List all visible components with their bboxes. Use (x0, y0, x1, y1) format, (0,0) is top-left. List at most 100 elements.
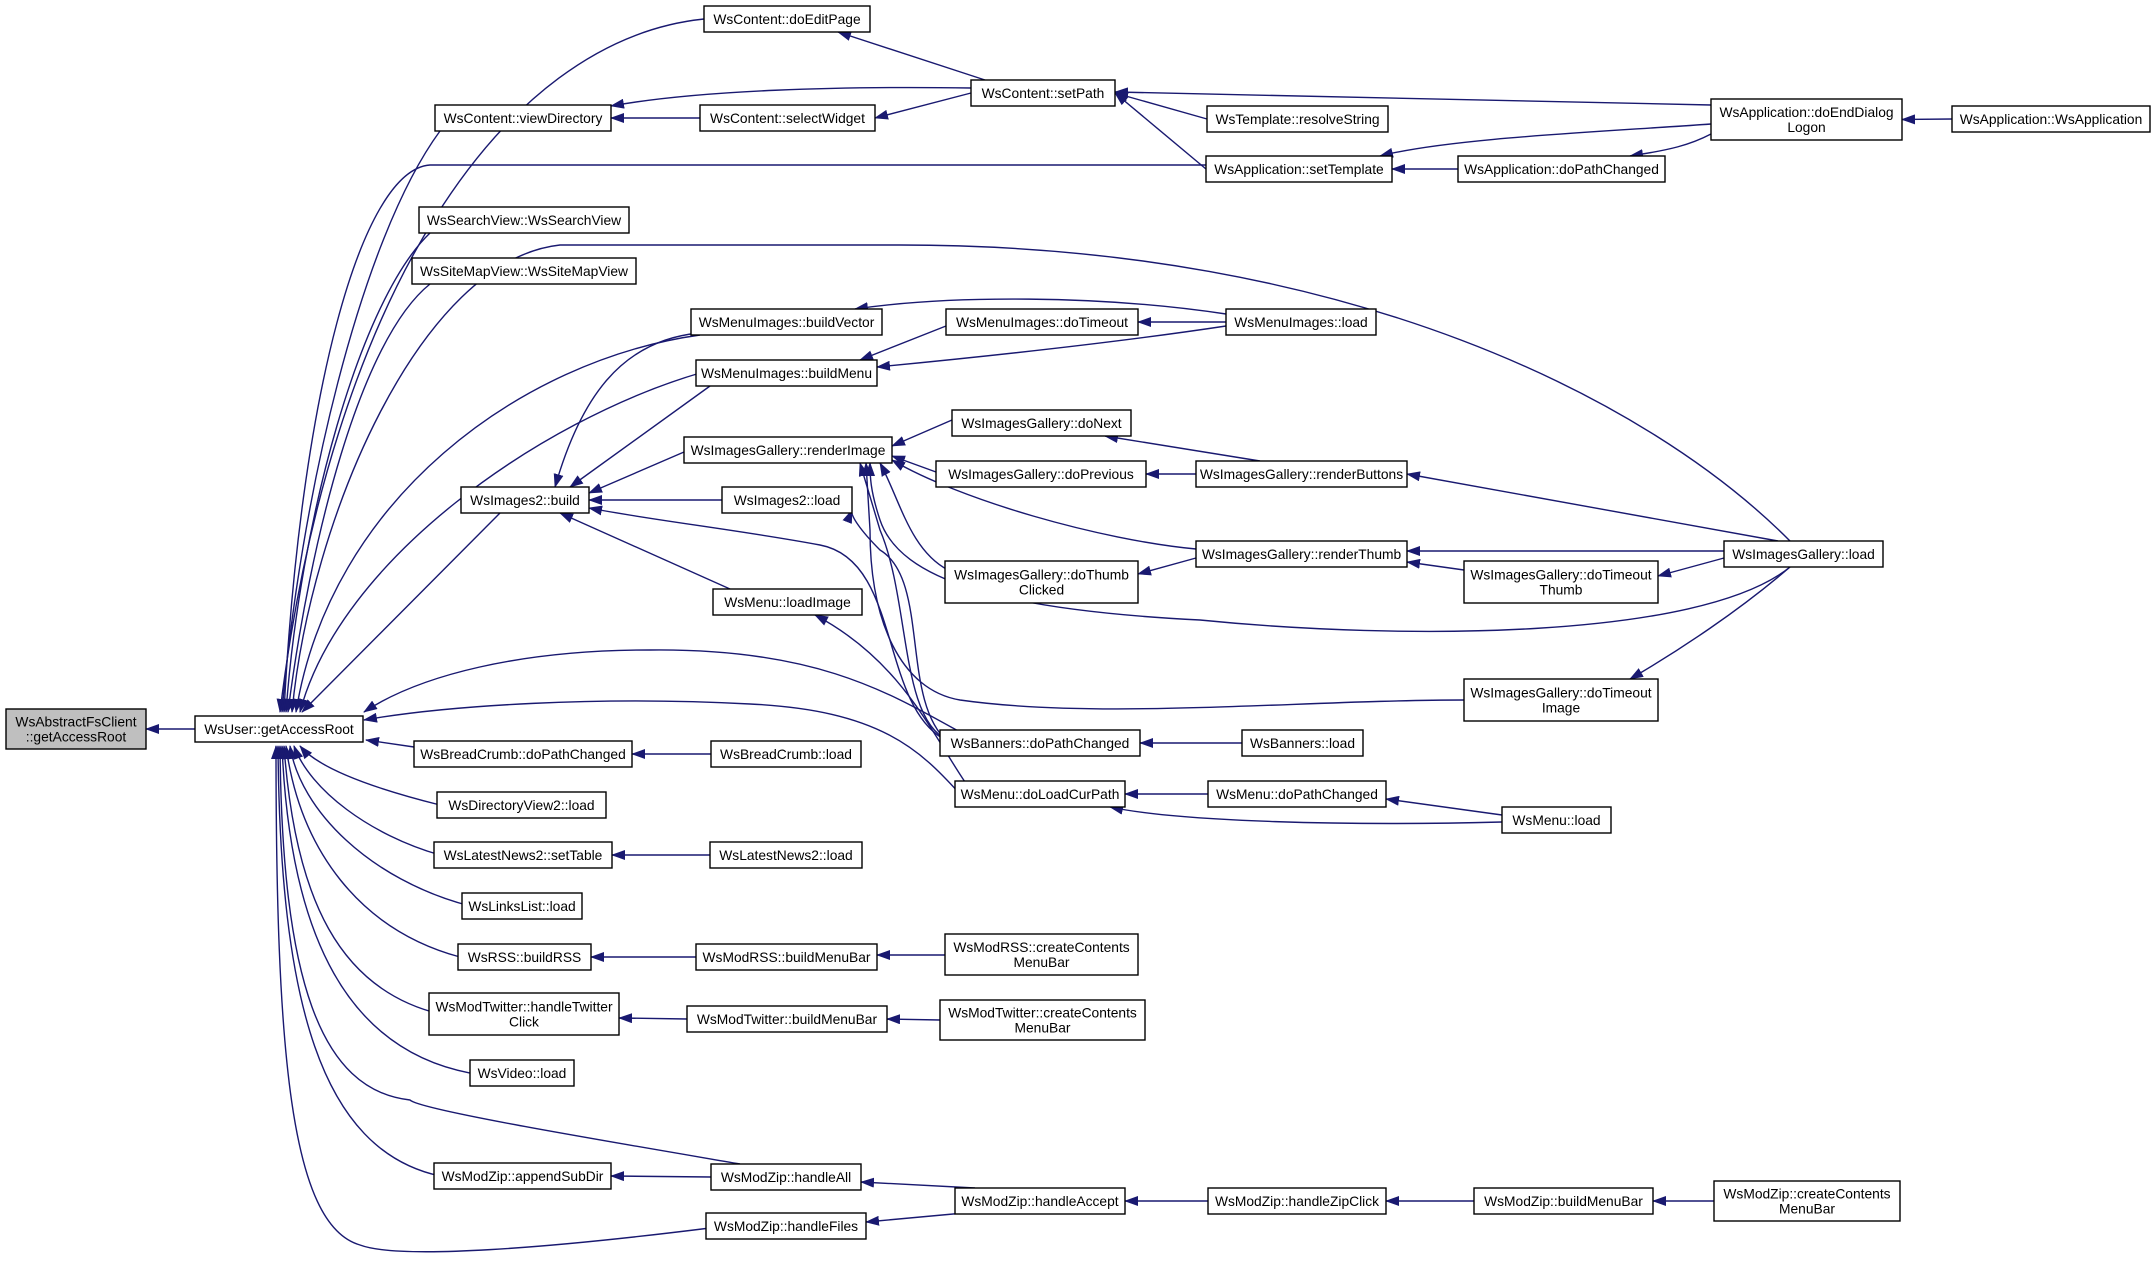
node-box (939, 729, 1141, 757)
node-c-selectwidget[interactable]: WsContent::selectWidget (699, 104, 876, 132)
node-box (460, 486, 590, 514)
edge-c-setpath-to-c-selectwidget (874, 92, 972, 120)
node-ig-doprevious[interactable]: WsImagesGallery::doPrevious (935, 460, 1147, 488)
edge-b-dopathchanged-to-i2-load (842, 509, 949, 743)
edge-ig-load-to-ig-renderimage (865, 462, 1791, 633)
edge-mt-ccmb-to-mt-buildmenubar (886, 1014, 941, 1025)
node-ll-load[interactable]: WsLinksList::load (461, 892, 583, 920)
edge-m-load-to-m-dopathchanged (1385, 795, 1503, 816)
node-box (1463, 560, 1659, 604)
node-mz-handleall[interactable]: WsModZip::handleAll (710, 1163, 862, 1191)
edge-mi-buildmenu-to-i2-build (569, 385, 711, 488)
edge-a-settemplate-to-c-setpath (1114, 92, 1207, 170)
node-c-doeditpage[interactable]: WsContent::doEditPage (703, 5, 871, 33)
node-label: Clicked (1019, 583, 1064, 598)
edge-mz-handleall-to-mz-appendsubdir (610, 1171, 712, 1182)
node-bc-dopathchanged[interactable]: WsBreadCrumb::doPathChanged (413, 740, 633, 768)
node-mz-handlefiles[interactable]: WsModZip::handleFiles (705, 1212, 867, 1240)
node-i2-load[interactable]: WsImages2::load (721, 486, 853, 514)
node-m-dopathchanged[interactable]: WsMenu::doPathChanged (1207, 780, 1387, 808)
node-ig-donext[interactable]: WsImagesGallery::doNext (951, 409, 1132, 437)
node-label: WsContent::setPath (982, 86, 1105, 101)
node-t-resolvestring[interactable]: WsTemplate::resolveString (1206, 105, 1389, 133)
node-mrss-buildmenubar[interactable]: WsModRSS::buildMenuBar (695, 943, 878, 971)
node-user[interactable]: WsUser::getAccessRoot (194, 715, 364, 743)
edge-ig-renderimage-to-i2-build (588, 451, 685, 494)
node-label: WsImagesGallery::doPrevious (948, 467, 1134, 482)
node-label: WsLatestNews2::load (719, 848, 852, 863)
node-label: WsMenuImages::load (1234, 315, 1367, 330)
edge-b-dopathchanged-to-i2-build (588, 505, 943, 739)
node-m-load[interactable]: WsMenu::load (1501, 806, 1612, 834)
edge-m-doloadcurpath-to-user (363, 700, 961, 795)
node-ig-renderimage[interactable]: WsImagesGallery::renderImage (683, 436, 893, 464)
node-label: WsModTwitter::buildMenuBar (697, 1012, 878, 1027)
node-box (433, 841, 613, 869)
node-i2-build[interactable]: WsImages2::build (460, 486, 590, 514)
node-ig-renderthumb[interactable]: WsImagesGallery::renderThumb (1195, 540, 1408, 568)
node-mi-buildvector[interactable]: WsMenuImages::buildVector (690, 308, 883, 336)
node-label: WsContent::selectWidget (710, 111, 865, 126)
edge-bc-dopathchanged-to-user (365, 736, 415, 748)
node-dv2-load[interactable]: WsDirectoryView2::load (436, 791, 607, 819)
node-m-doloadcurpath[interactable]: WsMenu::doLoadCurPath (954, 780, 1126, 808)
node-mi-dotimeout[interactable]: WsMenuImages::doTimeout (945, 308, 1139, 336)
edge-ll-load-to-user (287, 745, 471, 907)
node-a-ctor[interactable]: WsApplication::WsApplication (1951, 105, 2151, 133)
node-box (683, 436, 893, 464)
edge-rss-buildrss-to-user (282, 745, 461, 958)
node-label: WsImagesGallery::doThumb (954, 568, 1129, 583)
node-a-dopathchanged[interactable]: WsApplication::doPathChanged (1457, 155, 1666, 183)
node-smv[interactable]: WsSiteMapView::WsSiteMapView (411, 257, 637, 285)
node-mt-buildmenubar[interactable]: WsModTwitter::buildMenuBar (686, 1005, 888, 1033)
node-mi-buildmenu[interactable]: WsMenuImages::buildMenu (695, 359, 878, 387)
node-box (954, 1187, 1126, 1215)
node-box (1207, 1187, 1387, 1215)
node-label: WsMenu::doPathChanged (1216, 787, 1378, 802)
edge-ig-load-to-ig-dotimeoutthumb (1657, 557, 1725, 578)
node-ig-renderbuttons[interactable]: WsImagesGallery::renderButtons (1195, 460, 1408, 488)
edge-ig-doprevious-to-ig-renderimage (891, 455, 937, 473)
node-box (944, 933, 1139, 976)
node-b-load[interactable]: WsBanners::load (1241, 729, 1364, 757)
node-label: WsApplication::WsApplication (1960, 112, 2143, 127)
node-mz-handlezipclick[interactable]: WsModZip::handleZipClick (1207, 1187, 1387, 1215)
node-box (1501, 806, 1612, 834)
node-box (1463, 678, 1659, 722)
node-mz-handleaccept[interactable]: WsModZip::handleAccept (954, 1187, 1126, 1215)
node-ig-load[interactable]: WsImagesGallery::load (1723, 540, 1884, 568)
node-mz-appendsubdir[interactable]: WsModZip::appendSubDir (433, 1162, 612, 1190)
node-box (469, 1059, 575, 1087)
node-sv[interactable]: WsSearchView::WsSearchView (418, 206, 630, 234)
node-c-viewdirectory[interactable]: WsContent::viewDirectory (434, 104, 612, 132)
node-v-load[interactable]: WsVideo::load (469, 1059, 575, 1087)
edge-mt-htc-to-user (279, 745, 441, 1015)
node-mz-buildmenubar[interactable]: WsModZip::buildMenuBar (1473, 1187, 1654, 1215)
node-rss-buildrss[interactable]: WsRSS::buildRSS (457, 943, 592, 971)
node-c-setpath[interactable]: WsContent::setPath (970, 79, 1116, 107)
node-a-settemplate[interactable]: WsApplication::setTemplate (1205, 155, 1393, 183)
node-ln2-settable[interactable]: WsLatestNews2::setTable (433, 841, 613, 869)
node-root[interactable]: WsAbstractFsClient::getAccessRoot (5, 708, 147, 750)
node-m-loadimage[interactable]: WsMenu::loadImage (712, 588, 863, 616)
node-box (1473, 1187, 1654, 1215)
edge-m-doloadcurpath-to-m-loadimage (814, 614, 966, 783)
edge-i2-build-to-user (301, 512, 501, 713)
node-ln2-load[interactable]: WsLatestNews2::load (709, 841, 863, 869)
node-mi-load[interactable]: WsMenuImages::load (1225, 308, 1377, 336)
node-box (1710, 98, 1903, 141)
node-box (1205, 155, 1393, 183)
node-b-dopathchanged[interactable]: WsBanners::doPathChanged (939, 729, 1141, 757)
node-box (944, 560, 1139, 604)
node-bc-load[interactable]: WsBreadCrumb::load (710, 740, 862, 768)
node-label: WsModRSS::createContents (953, 940, 1129, 955)
node-box (434, 104, 612, 132)
